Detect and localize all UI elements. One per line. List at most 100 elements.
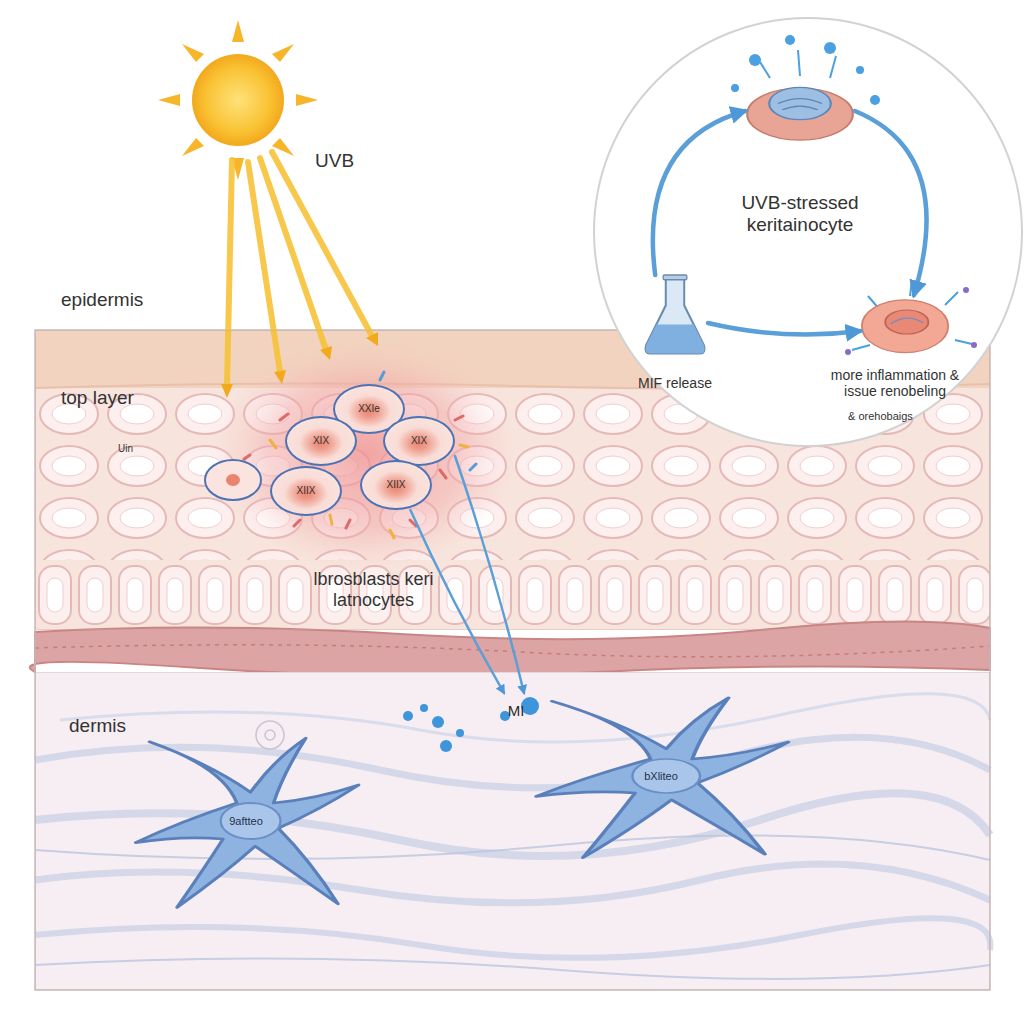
stress-glow — [215, 340, 515, 570]
node-text: XIIX — [272, 468, 340, 514]
uvb-rays — [274, 370, 286, 384]
dermis-layer — [265, 730, 275, 740]
node-outline — [769, 87, 831, 119]
node-text: lbrosblasts keri latnocytes — [281, 569, 466, 610]
node-outline — [747, 88, 853, 140]
dermis-band: dermis MI 9aftteo bXliteo — [35, 672, 990, 990]
keratinocyte-cell — [205, 460, 261, 500]
node-outline — [860, 295, 950, 355]
signal-lines — [910, 280, 912, 296]
node-outline — [745, 80, 855, 142]
note-label: & orehobaigs — [848, 410, 938, 423]
stressed-cell: XIX — [285, 416, 357, 466]
signal-droplets — [856, 66, 864, 74]
uvb-rays — [221, 384, 233, 398]
dermis-layer — [35, 959, 990, 979]
keratinocyte-cell — [226, 474, 240, 486]
sun-symbol — [296, 94, 318, 106]
node-outline — [663, 275, 687, 280]
node-outline — [642, 275, 708, 355]
node-text: XIIX — [362, 462, 430, 508]
dermis-layer — [35, 737, 990, 788]
sun-symbol — [158, 20, 318, 180]
mif-dots — [432, 716, 444, 728]
node-text: MI — [476, 693, 556, 729]
node-text: dermis — [69, 715, 189, 737]
node-text: XIX — [385, 418, 453, 464]
node-text: MIF release — [617, 375, 733, 391]
mif-cluster: MI — [476, 693, 556, 729]
uvb-rays — [366, 332, 378, 346]
flow-arrow — [410, 510, 504, 693]
mif-dots — [456, 729, 464, 737]
uvb-rays — [221, 152, 378, 398]
node-outline — [862, 300, 948, 353]
uvb-rays — [227, 160, 232, 386]
signal-lines — [798, 50, 800, 76]
dermis-layer — [35, 864, 990, 903]
signal-droplets — [785, 35, 795, 45]
signal-droplets — [749, 54, 761, 66]
node-text: XIX — [287, 418, 355, 464]
node-outline — [645, 277, 704, 354]
sun-symbol — [272, 44, 294, 62]
keratinocyte-cell — [205, 460, 261, 500]
signal-droplets — [731, 84, 739, 92]
stressed-cell: XIX — [383, 416, 455, 466]
dermis-layer — [35, 672, 990, 990]
signal-lines — [955, 340, 972, 344]
epidermis-layer — [35, 560, 990, 630]
sun-symbol — [232, 20, 244, 42]
epidermis-layer — [35, 330, 990, 630]
stressed-cell: XIIX — [360, 460, 432, 510]
stress-glow — [215, 340, 515, 570]
flow-arrow — [708, 323, 860, 335]
sun-symbol — [158, 94, 180, 106]
sun-symbol — [182, 138, 204, 156]
inflamed-cell: more inflammation & issue renobeling — [860, 295, 950, 355]
signal-lines — [760, 62, 770, 78]
flow-arrow — [855, 111, 927, 295]
sun-symbol — [192, 54, 284, 146]
uvb-rays — [227, 152, 372, 386]
inset-callout — [594, 18, 1022, 446]
stress-glow — [247, 372, 476, 470]
flow-arrow — [455, 456, 524, 693]
uvb-rays — [272, 152, 372, 336]
node-text: bXliteo — [531, 691, 791, 861]
signal-lines — [945, 292, 958, 305]
signal-dots — [963, 287, 969, 293]
fibroblast-cell: bXliteo — [531, 691, 791, 861]
signal-lines — [830, 56, 836, 78]
basement-membrane — [35, 645, 990, 657]
node-outline — [645, 325, 704, 354]
flow-arrow — [653, 111, 745, 275]
signal-dots — [971, 342, 977, 348]
node-text: top layer — [61, 387, 181, 409]
mif-dots — [403, 711, 413, 721]
signal-droplets — [870, 95, 880, 105]
signal-dots — [845, 287, 977, 355]
mif-dots — [420, 704, 428, 712]
mif-dots — [440, 740, 452, 752]
epidermis-layer — [35, 330, 990, 630]
node-outline — [778, 99, 822, 110]
node-text: epidermis — [61, 289, 221, 311]
node-outline — [885, 310, 928, 334]
flask-icon: MIF release — [642, 275, 708, 355]
signal-droplets — [824, 42, 836, 54]
dermis-layer — [256, 721, 284, 749]
node-outline — [891, 318, 923, 324]
node-text: 9aftteo — [131, 731, 361, 911]
fibroblast-cell: 9aftteo — [131, 731, 361, 911]
node-text: UVB-stressed keritainocyte — [715, 192, 885, 236]
signal-dots — [845, 349, 851, 355]
cell-label: Uin — [118, 443, 158, 455]
stress-glow — [244, 414, 463, 528]
dermis-layer — [35, 672, 990, 990]
node-text: more inflammation & issue renobeling — [815, 367, 975, 399]
